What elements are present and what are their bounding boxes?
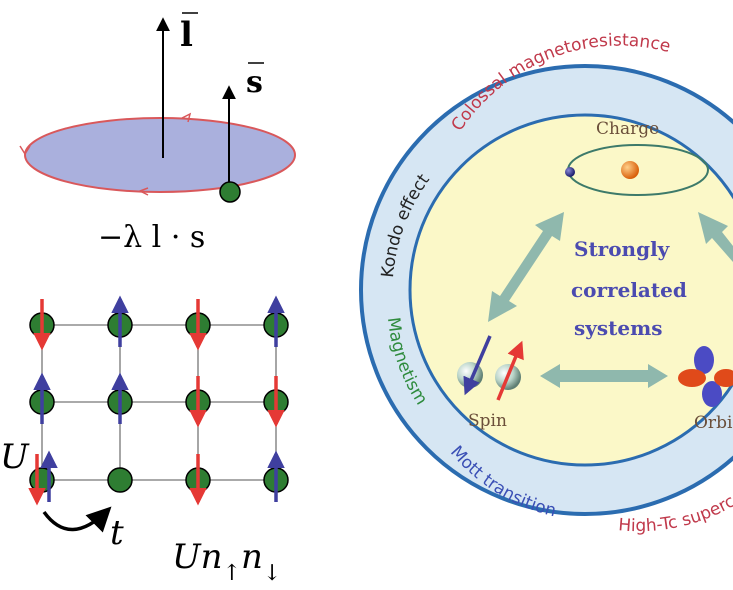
hubbard-lattice-panel: U t Un↑n↓ <box>0 295 289 586</box>
electron-ball <box>219 181 241 203</box>
spin-orbit-panel: l s −λ l · s <box>19 12 296 255</box>
interaction-n-down: n <box>241 537 263 577</box>
orbital-lobe-left <box>678 369 706 387</box>
hopping-arrow <box>42 506 112 533</box>
interaction-term: Un↑n↓ <box>172 537 281 586</box>
s-vector-label: s <box>246 65 263 100</box>
spin-up-arrow <box>496 340 524 401</box>
interaction-u: U <box>172 537 202 577</box>
orbit-direction-arrow-top <box>181 112 192 123</box>
down-arrow-subscript: ↓ <box>263 561 281 586</box>
spin-orbit-coupling-label: −λ l · s <box>98 220 205 255</box>
correlated-systems-diagram: Colossal magnetoresistance Kondo effect … <box>0 0 733 536</box>
charge-nucleus <box>621 161 639 179</box>
lattice-site <box>107 467 133 493</box>
spin-down-arrow <box>463 335 492 396</box>
charge-atom: Charge <box>565 119 709 196</box>
orbital-lobe-right <box>714 369 733 387</box>
center-label: Strongly correlated systems <box>571 237 687 340</box>
orbital-label: Orbi <box>694 413 733 433</box>
spin-orbital-double-arrow <box>540 364 668 388</box>
spin-pair: Spin <box>457 335 524 431</box>
charge-orbital-double-arrow <box>698 212 733 262</box>
l-vector-label: l <box>180 15 193 55</box>
lattice-sites <box>28 295 289 506</box>
center-line-3: systems <box>574 316 663 340</box>
lattice-lines <box>41 324 277 481</box>
charge-spin-double-arrow <box>488 212 564 322</box>
charge-electron <box>565 167 575 177</box>
orbital-lobe-top <box>694 346 714 374</box>
center-line-1: Strongly <box>574 237 671 261</box>
charge-label: Charge <box>596 119 659 139</box>
orbit-direction-arrow-left <box>19 145 31 156</box>
orbital-shape: Orbi <box>678 346 733 433</box>
spin-label: Spin <box>468 411 507 431</box>
orbital-lobe-bottom <box>702 381 722 407</box>
up-arrow-subscript: ↑ <box>223 561 241 586</box>
hubbard-u-left-label: U <box>0 437 30 477</box>
center-line-2: correlated <box>571 278 687 302</box>
interaction-n-up: n <box>201 537 223 577</box>
orbit-disk <box>24 117 296 193</box>
hopping-t-label: t <box>110 513 124 553</box>
orbit-direction-arrow-bottom <box>138 187 149 196</box>
